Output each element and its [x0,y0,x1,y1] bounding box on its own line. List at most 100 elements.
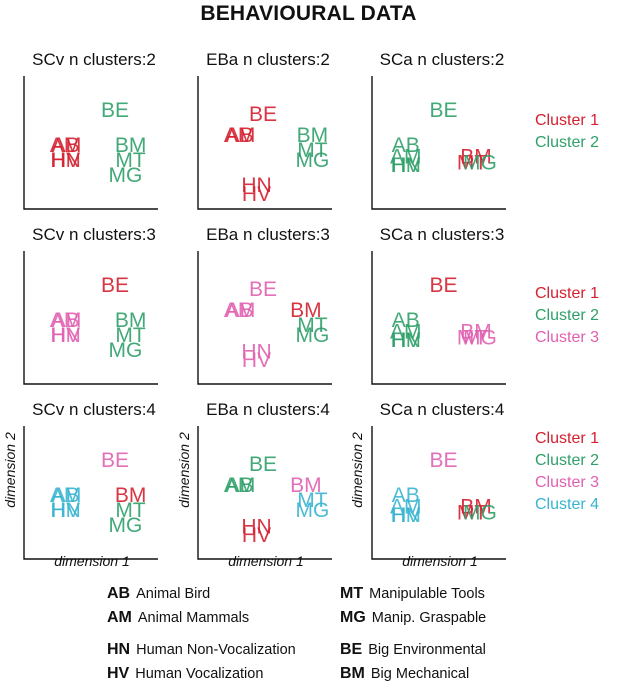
point-label: HN [50,149,80,172]
legend-entry: Cluster 2 [534,452,600,469]
key-entry: BE Big Environmental [340,641,486,659]
key-code: BE [340,641,363,658]
point-label: HN [391,329,421,352]
legend-entry: Cluster 2 [534,307,600,324]
point-label: MG [108,339,142,362]
point-label: MT [297,314,327,337]
point-label: MG [108,514,142,537]
point-label: AM [390,495,422,518]
y-axis-label-right: dimension 2 [349,432,365,508]
point-label: MT [457,502,487,525]
x-axis-label-right: dimension 1 [402,553,478,569]
point-label: HV [51,324,80,347]
panel-title: SCa n clusters:3 [379,225,505,244]
legend-entry: Cluster 3 [534,474,600,491]
point-label: AB [52,134,80,157]
point-label: AM [390,145,422,168]
key-name: Human Vocalization [135,666,264,682]
point-label: HV [242,183,271,206]
panel-title: SCa n clusters:2 [379,50,505,69]
point-label: AM [224,299,256,322]
key-code: HV [107,665,130,682]
key-name: Human Non-Vocalization [136,642,296,658]
point-label: BE [429,449,457,472]
point-label: BE [101,449,129,472]
point-label: AM [390,320,422,343]
point-label: BM [290,299,322,322]
point-label: AB [52,484,80,507]
figure-title: BEHAVIOURAL DATA [200,2,417,25]
axis-lines [371,251,506,385]
panel-title: EBa n clusters:2 [206,50,330,69]
axis-lines [371,426,506,560]
panel-title: SCa n clusters:4 [379,400,505,419]
point-label: HN [50,324,80,347]
point-label: BE [101,99,129,122]
panel-title: SCv n clusters:4 [32,400,156,419]
key-name: Big Mechanical [370,666,470,682]
key-name: Animal Mammals [137,610,250,626]
legend-entry: Cluster 4 [534,496,600,513]
legend-entry: Cluster 1 [534,285,600,302]
axis-lines [23,251,158,385]
point-label: BE [101,274,129,297]
x-axis-label-left: dimension 1 [54,553,130,569]
point-label: MG [295,324,329,347]
axis-lines [197,76,332,210]
point-label: MG [463,327,497,350]
point-label: AB [226,124,254,147]
point-label: HV [391,154,420,177]
point-label: MT [115,499,145,522]
point-label: MG [108,164,142,187]
point-label: MG [295,499,329,522]
key-name: Manip. Graspable [371,610,487,626]
point-label: BM [297,124,329,147]
point-label: BE [429,99,457,122]
x-axis-label-middle: dimension 1 [228,553,304,569]
point-label: MT [297,139,327,162]
axis-lines [371,76,506,210]
point-label: BM [115,484,147,507]
point-label: AB [392,309,420,332]
axis-lines [197,251,332,385]
point-label: BM [460,495,492,518]
key-name: Big Environmental [368,642,486,658]
key-entry: HN Human Non-Vocalization [107,641,296,659]
y-axis-label-middle: dimension 2 [176,432,192,508]
point-label: AB [226,299,254,322]
point-label: MG [463,502,497,525]
point-label: BM [115,309,147,332]
axis-lines [23,426,158,560]
point-label: MG [463,152,497,175]
point-label: BE [429,274,457,297]
legend-entry: Cluster 1 [534,112,600,129]
point-label: BM [115,134,147,157]
point-label: MT [457,152,487,175]
key-entry: HV Human Vocalization [107,665,263,683]
key-code: HN [107,641,131,658]
point-label: MT [457,327,487,350]
point-label: AM [224,474,256,497]
point-label: HN [391,154,421,177]
point-label: BE [249,278,277,301]
axis-lines [197,426,332,560]
key-code: MG [340,609,366,626]
panel-title: EBa n clusters:3 [206,225,330,244]
point-label: HV [242,524,271,547]
point-label: HN [50,499,80,522]
point-label: HV [391,504,420,527]
panel-title: SCv n clusters:3 [32,225,156,244]
